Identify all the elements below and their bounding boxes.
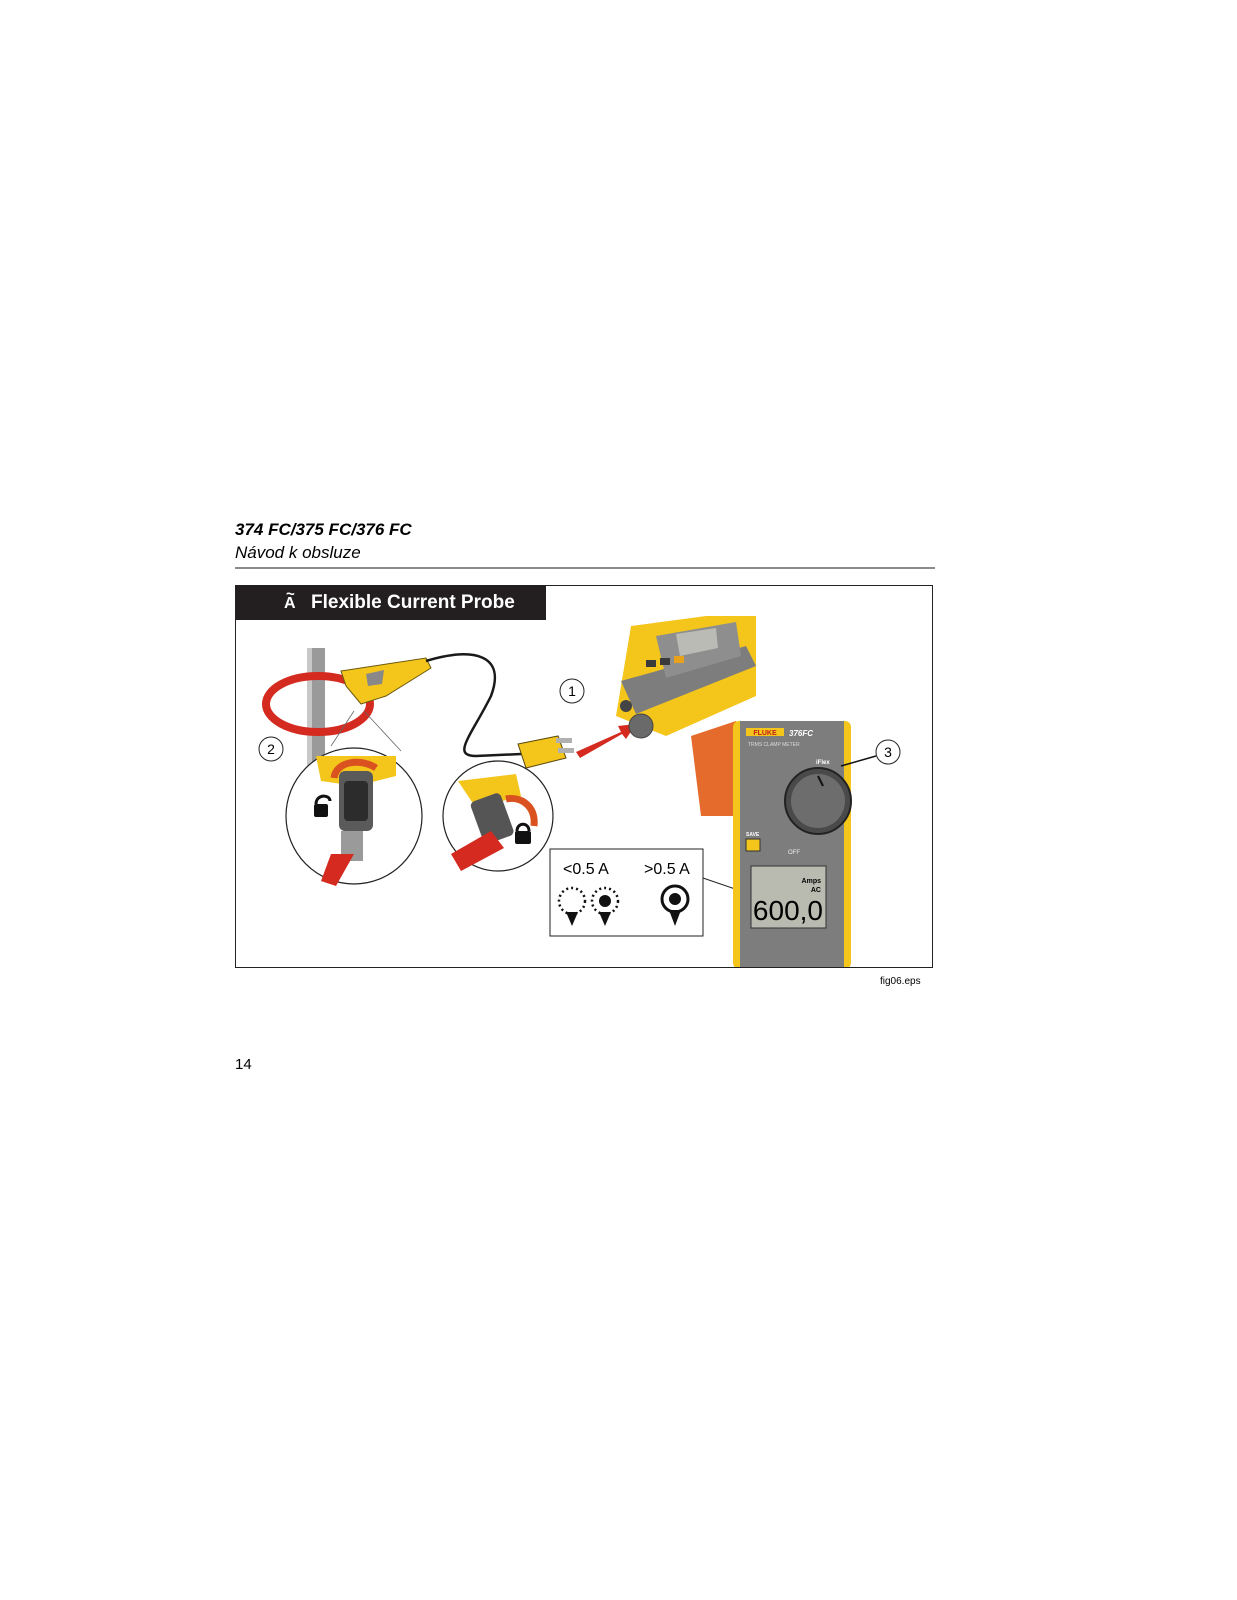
probe-position-high-icon	[660, 884, 690, 926]
figure-banner: ~ A Flexible Current Probe	[236, 586, 546, 620]
ac-amps-symbol: A	[284, 595, 296, 612]
lcd-units: Amps	[802, 878, 822, 885]
figure-caption: fig06.eps	[880, 976, 921, 987]
probe-head	[340, 657, 432, 705]
probe-cable	[425, 653, 522, 758]
rotate-arrow-icon	[330, 758, 378, 779]
meter-brand: FLUKE	[753, 730, 777, 737]
threshold-low-label: <0.5 A	[563, 861, 609, 878]
lcd-mode: AC	[811, 887, 821, 894]
save-button[interactable]	[745, 838, 761, 852]
callout-3	[875, 739, 901, 765]
meter-subtitle: TRMS CLAMP METER	[748, 742, 800, 748]
callout-1	[559, 678, 585, 704]
callout-1-label: 1	[568, 683, 576, 699]
callout-3-label: 3	[884, 744, 892, 760]
probe-connector	[517, 735, 567, 769]
insert-arrow-icon	[576, 724, 636, 758]
flex-probe-loop	[262, 672, 374, 736]
callout-2	[258, 736, 284, 762]
probe-position-low-icon	[557, 886, 620, 926]
lock-icon	[515, 822, 531, 844]
figure-flexible-current-probe: ~ A Flexible Current Probe 1	[235, 585, 933, 968]
header-divider	[235, 567, 935, 569]
meter-model: 376FC	[789, 729, 813, 738]
meter-lcd	[750, 865, 827, 929]
figure-banner-title: Flexible Current Probe	[311, 592, 515, 613]
manual-model-title: 374 FC/375 FC/376 FC	[235, 520, 412, 539]
probe-illustration: 1 2 <0.5 A >0.5 A	[258, 616, 901, 967]
lcd-reading: 600,0	[753, 895, 823, 926]
callout-2-label: 2	[267, 741, 275, 757]
ac-tilde-icon: ~	[286, 586, 295, 603]
threshold-high-label: >0.5 A	[644, 861, 690, 878]
page-number: 14	[235, 1056, 252, 1073]
unlock-icon	[314, 794, 332, 817]
dial-flex-label: iFlex	[816, 760, 830, 766]
save-label: SAVE	[746, 832, 760, 838]
manual-subtitle: Návod k obsluze	[235, 543, 361, 562]
dial-off-label: OFF	[788, 850, 800, 856]
clamp-jaw	[691, 721, 741, 816]
